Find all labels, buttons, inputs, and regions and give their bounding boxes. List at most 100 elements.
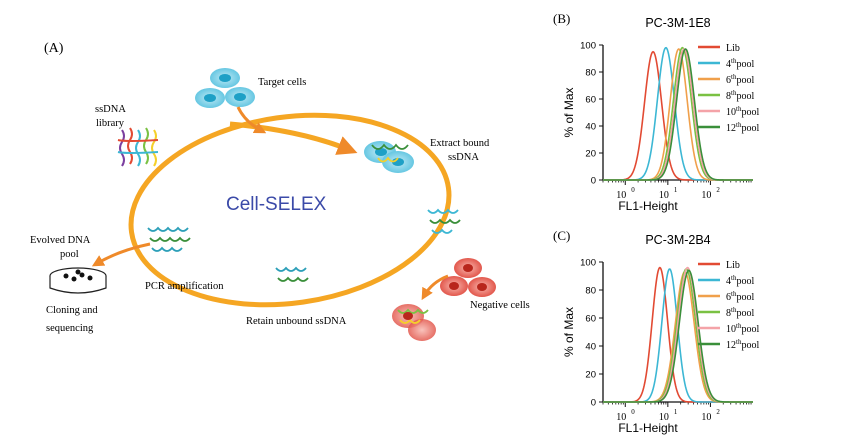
series-line-5 <box>603 48 753 181</box>
legend-sup: th <box>731 306 737 314</box>
bound-complex <box>364 141 414 173</box>
petri-dish <box>49 267 107 294</box>
y-axis-label: % of Max <box>562 87 576 137</box>
legend-suffix: pool <box>741 340 759 351</box>
legend-name: Lib <box>726 260 740 271</box>
legend-sup: th <box>731 290 737 298</box>
x-tick-exponent: 2 <box>716 186 720 194</box>
label-evolved-1: Evolved DNA <box>30 235 91 246</box>
x-axis-label: FL1-Height <box>618 199 678 213</box>
label-target-cells: Target cells <box>258 77 306 88</box>
legend-name: 4 <box>726 59 731 70</box>
label-pcr: PCR amplification <box>145 281 224 292</box>
x-tick-label: 10 <box>701 190 711 201</box>
label-retain: Retain unbound ssDNA <box>246 316 347 327</box>
chart-title: PC-3M-2B4 <box>645 233 710 247</box>
y-tick-label: 60 <box>585 95 596 106</box>
legend-sup: th <box>736 322 742 330</box>
panel-label: (B) <box>553 11 570 26</box>
x-axis-label: FL1-Height <box>618 421 678 435</box>
x-tick-label: 10 <box>616 412 626 423</box>
legend-name: 6 <box>726 292 731 303</box>
panel-label: (C) <box>553 228 570 243</box>
legend-suffix: pool <box>741 123 759 134</box>
strands-right <box>427 208 461 234</box>
label-cloning-2: sequencing <box>46 323 94 334</box>
y-tick-label: 60 <box>585 314 596 325</box>
x-tick-label: 10 <box>701 412 711 423</box>
legend-sup: th <box>731 73 737 81</box>
panel-a-label: (A) <box>44 41 64 56</box>
label-extract-1: Extract bound <box>430 138 490 149</box>
legend-label: 8thpool <box>726 306 754 319</box>
legend-name: Lib <box>726 43 740 54</box>
label-extract-2: ssDNA <box>448 152 479 163</box>
legend-name: 8 <box>726 308 731 319</box>
legend-label: 6thpool <box>726 290 754 303</box>
arrow-target-cells <box>236 106 267 134</box>
legend-label: 10thpool <box>726 105 759 118</box>
label-ssdna-1: ssDNA <box>95 104 126 115</box>
legend-sup: th <box>731 57 737 65</box>
y-tick-label: 40 <box>585 342 596 353</box>
x-tick-exponent: 0 <box>631 186 635 194</box>
arrow-negative-cells <box>421 274 449 301</box>
legend-suffix: pool <box>741 324 759 335</box>
x-tick-exponent: 1 <box>674 408 678 416</box>
legend-name: 8 <box>726 91 731 102</box>
y-tick-label: 0 <box>591 398 596 409</box>
label-negative: Negative cells <box>470 300 530 311</box>
selex-loop <box>128 112 452 308</box>
series-line-5 <box>603 269 753 403</box>
legend-sup: th <box>731 89 737 97</box>
x-tick-exponent: 1 <box>674 186 678 194</box>
y-tick-label: 40 <box>585 122 596 133</box>
legend-label: 8thpool <box>726 89 754 102</box>
legend-label: 12thpool <box>726 338 759 351</box>
negative-complex <box>392 304 436 341</box>
cell-selex-title: Cell-SELEX <box>226 194 327 215</box>
legend-sup: th <box>736 338 742 346</box>
strands-retain <box>275 266 309 282</box>
legend-name: 6 <box>726 75 731 86</box>
panel-a: (A) Cell-SELEX Target cells ssDNA libr <box>30 41 530 341</box>
legend-sup: th <box>736 105 742 113</box>
legend-label: Lib <box>726 260 740 271</box>
legend-name: 10 <box>726 107 736 118</box>
legend-suffix: pool <box>736 308 754 319</box>
legend-sup: th <box>736 121 742 129</box>
label-ssdna-2: library <box>96 118 125 129</box>
y-tick-label: 80 <box>585 286 596 297</box>
legend-name: 10 <box>726 324 736 335</box>
strands-pcr <box>147 226 191 252</box>
arrow-evolved-pool <box>91 242 151 267</box>
legend-label: 4thpool <box>726 57 754 70</box>
y-tick-label: 100 <box>580 41 596 52</box>
legend-name: 12 <box>726 340 736 351</box>
y-axis-label: % of Max <box>562 307 576 357</box>
chart-title: PC-3M-1E8 <box>645 16 710 30</box>
x-tick-exponent: 2 <box>716 408 720 416</box>
y-tick-label: 100 <box>580 258 596 269</box>
x-tick-label: 10 <box>659 412 669 423</box>
y-tick-label: 0 <box>591 176 596 187</box>
y-tick-label: 20 <box>585 149 596 160</box>
legend-suffix: pool <box>736 75 754 86</box>
legend-name: 12 <box>726 123 736 134</box>
target-cells <box>195 68 255 108</box>
legend-suffix: pool <box>736 91 754 102</box>
legend-sup: th <box>731 274 737 282</box>
legend-label: Lib <box>726 43 740 54</box>
label-evolved-2: pool <box>60 249 79 260</box>
x-tick-exponent: 0 <box>631 408 635 416</box>
legend-label: 4thpool <box>726 274 754 287</box>
x-tick-label: 10 <box>616 190 626 201</box>
legend-suffix: pool <box>736 276 754 287</box>
y-tick-label: 80 <box>585 68 596 79</box>
legend-label: 10thpool <box>726 322 759 335</box>
legend-suffix: pool <box>741 107 759 118</box>
